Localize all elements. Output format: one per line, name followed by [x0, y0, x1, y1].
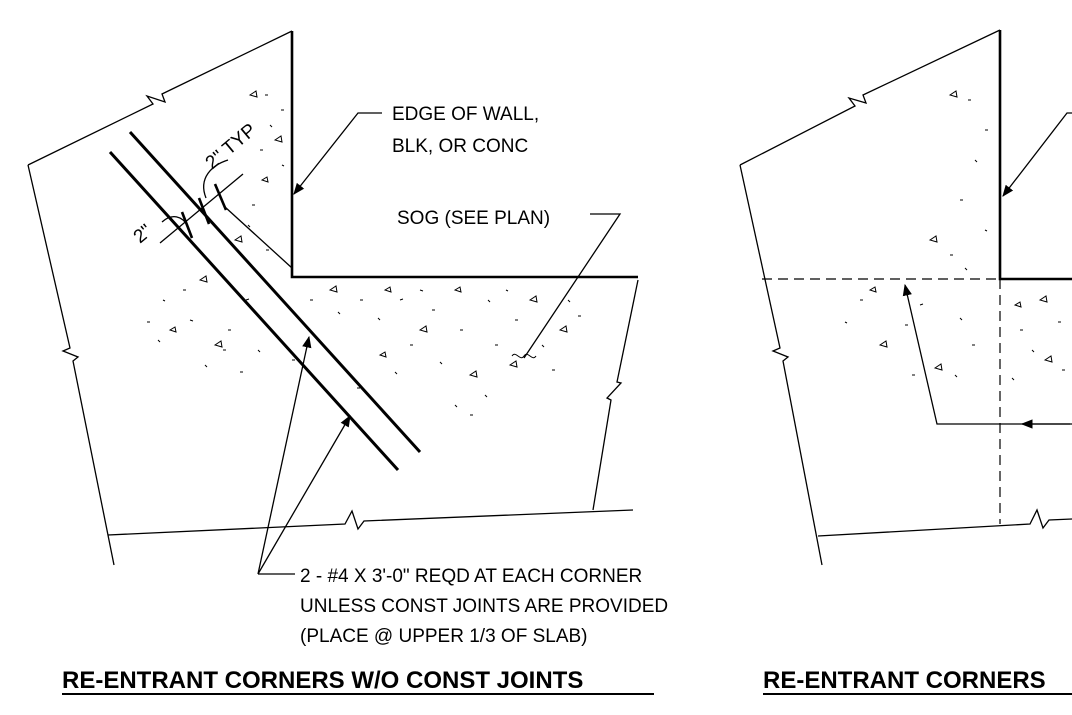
concrete-stipple — [147, 90, 581, 416]
slab-right-edge — [592, 279, 639, 511]
wall-leader — [293, 112, 382, 195]
dim-tick-2 — [197, 197, 211, 225]
rebar-1 — [108, 150, 400, 472]
wall-edge — [290, 31, 638, 279]
right-detail-title: RE-ENTRANT CORNERS — [763, 667, 1046, 694]
rebar-note-line2: UNLESS CONST JOINTS ARE PROVIDED — [300, 596, 668, 617]
slab-top-edge-right — [739, 29, 1001, 166]
slab-left-edge — [27, 164, 115, 566]
slab-bottom-edge — [107, 509, 634, 536]
dim-ext-wall — [224, 206, 293, 269]
left-detail: 2" TYP 2" EDGE OF WALL, BLK, OR CONC SOG… — [27, 30, 668, 695]
slab-left-edge-right — [739, 164, 823, 566]
right-detail: RE-ENTRANT CORNERS — [739, 29, 1072, 695]
dim-2in-leader — [161, 216, 189, 227]
rebar-note-line3: (PLACE @ UPPER 1/3 OF SLAB) — [300, 626, 588, 647]
slab-bottom-edge-right — [817, 508, 1072, 537]
dim-line-2in — [159, 173, 244, 244]
slab-top-edge — [27, 30, 293, 166]
wall-edge-right — [998, 30, 1072, 281]
typ-dim-label: 2" TYP — [202, 120, 261, 174]
rebar-leader-2 — [257, 414, 351, 575]
right-leader-top — [1002, 112, 1072, 197]
rebar-leader-1 — [257, 335, 312, 575]
dim-2in-label: 2" — [130, 221, 157, 248]
concrete-stipple-right — [844, 90, 1065, 381]
rebar-2 — [128, 130, 422, 454]
rebar-note-line1: 2 - #4 X 3'-0" REQD AT EACH CORNER — [300, 566, 642, 587]
wall-label-line1: EDGE OF WALL, — [392, 104, 539, 125]
sog-label: SOG (SEE PLAN) — [397, 208, 550, 229]
dim-tick-3 — [213, 183, 228, 211]
left-detail-title: RE-ENTRANT CORNERS W/O CONST JOINTS — [62, 667, 583, 694]
right-leader-joint — [902, 283, 1072, 425]
typ-leader — [203, 159, 229, 199]
sog-leader — [523, 213, 622, 359]
wall-label-line2: BLK, OR CONC — [392, 136, 528, 157]
